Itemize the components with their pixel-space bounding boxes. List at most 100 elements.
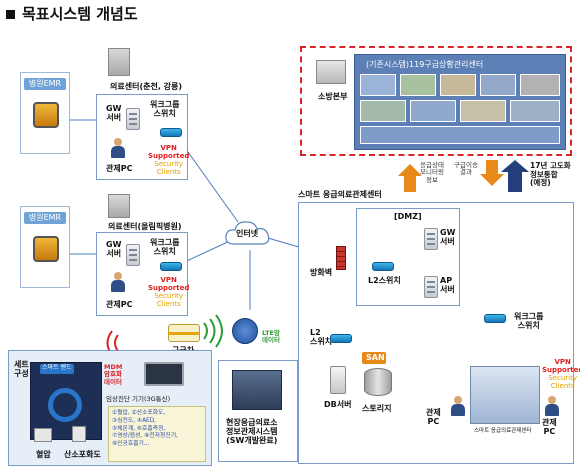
arrow-down-right [486, 160, 498, 174]
vpn-label-2: VPN Supported Security Clients [148, 276, 189, 308]
fire-hq-label: 소방본부 [318, 92, 348, 101]
hospital-center-label-1: 의료센터(춘천, 강릉) [110, 82, 183, 91]
arrow-up-left-head [398, 164, 422, 176]
san-label: SAN [366, 353, 385, 362]
hospital-network-box-1 [96, 94, 188, 180]
fire-hq-screen-2 [400, 74, 436, 96]
vpn-center-line1: VPN [554, 358, 571, 366]
dmz-label: [DMZ] [394, 212, 422, 221]
mdm-label: MDM 암호화 데이터 [104, 363, 123, 386]
emr-label-2: 병원EMR [24, 212, 66, 224]
fire-hq-building-icon [316, 60, 346, 84]
smart-band-icon [48, 388, 82, 422]
fire-hq-screen-5 [520, 74, 560, 96]
dmz-box [356, 208, 460, 306]
firewall-icon [336, 246, 346, 270]
dmz-gw-server-label: GW 서버 [440, 228, 456, 247]
exchange-future-label: 17년 고도화 정보통합 (예정) [530, 161, 571, 188]
field-label: 현장응급의료소 정보관제시스템 (SW개발완료) [226, 418, 278, 446]
set-label: 세트 구성 [14, 360, 29, 379]
spo2-label: 산소포화도 [64, 450, 101, 459]
legend-text: ①혈압, ②산소포화도, ③심전도, ④AED, ⑤체온계, ⑥호흡측정, ⑦영… [112, 410, 178, 448]
workgroup-switch-center-label: 워크그룹 스위치 [514, 312, 544, 331]
vpn-center-line3: Security [548, 374, 578, 383]
l2-switch-dmz-icon [372, 262, 394, 271]
smart-band-label: 스마트 밴드 [42, 364, 72, 371]
hospital-building-icon-2 [108, 194, 130, 218]
page-title: 목표시스템 개념도 [22, 5, 138, 23]
legend-panel [108, 406, 206, 462]
db-server-label: DB서버 [324, 400, 352, 409]
fire-hq-screen-1 [360, 74, 396, 96]
vpn-label-center: VPN Supported Security Clients [542, 358, 580, 390]
emr-label-1: 병원EMR [24, 78, 66, 90]
control-room-caption: 스마트 응급의료관제센터 [474, 428, 532, 434]
lte-data-label: LTE망 데이터 [262, 329, 280, 345]
vpn-line1-1: VPN [160, 144, 177, 152]
vpn-center-line4: Clients [550, 382, 575, 391]
control-pc-label-1: 관제PC [106, 164, 133, 173]
operator-icon-1 [110, 138, 126, 158]
emr-database-icon-1 [33, 102, 59, 128]
center-operator-left-icon [450, 396, 466, 416]
gw-server-icon-2 [126, 244, 140, 266]
workgroup-switch-center-icon [484, 314, 506, 323]
ambulance-stripe [168, 332, 200, 335]
vpn-line3-1: Security [154, 160, 184, 169]
arrow-future [508, 172, 522, 192]
title-bullet [6, 10, 15, 19]
internet-cloud-icon [225, 221, 270, 245]
hospital-building-icon-1 [108, 48, 130, 76]
hospital-network-box-2 [96, 232, 188, 316]
dmz-ap-server-icon [424, 276, 438, 298]
fire-hq-screen-7 [410, 100, 456, 122]
storage-icon [364, 368, 392, 396]
monitor-icon [144, 362, 184, 386]
vpn-line4-2: Clients [156, 300, 181, 309]
control-room-screen [470, 366, 540, 424]
arrow-future-head [501, 160, 529, 172]
vpn-label-1: VPN Supported Security Clients [148, 144, 189, 176]
spo2-device-icon [72, 426, 86, 442]
fire-hq-screen-3 [440, 74, 476, 96]
fire-hq-screen-6 [360, 100, 406, 122]
fire-hq-screen-9 [510, 100, 560, 122]
gw-server-label-2: GW 서버 [106, 240, 122, 259]
vpn-center-line2: Supported [542, 366, 580, 375]
dmz-ap-server-label: AP 서버 [440, 276, 455, 295]
fire-hq-screen-10 [360, 126, 560, 144]
vpn-line1-2: VPN [160, 276, 177, 284]
internet-label: 인터넷 [236, 229, 259, 238]
vpn-line3-2: Security [154, 292, 184, 301]
dmz-gw-server-icon [424, 228, 438, 250]
workgroup-switch-label-1: 워크그룹 스위치 [150, 100, 180, 119]
clinical-device-label: 임상진단 기기(3G통신) [106, 395, 171, 403]
fire-hq-screen-4 [480, 74, 516, 96]
firewall-label: 방화벽 [310, 268, 333, 277]
bp-device-icon [34, 428, 52, 442]
hospital-center-label-2: 의료센터(올림픽병원) [108, 222, 182, 231]
smart-center-label: 스마트 응급의료관제센터 [298, 190, 382, 199]
workgroup-switch-label-2: 워크그룹 스위치 [150, 238, 180, 257]
workgroup-switch-icon-2 [160, 262, 182, 271]
center-operator-right-icon [544, 396, 560, 416]
l2-switch-icon [330, 334, 352, 343]
l2-switch-label: L2 스위치 [310, 328, 333, 347]
storage-label: 스토리지 [362, 404, 392, 413]
control-pc-label-2: 관제PC [106, 300, 133, 309]
l2-switch-dmz-label: L2스위치 [368, 276, 401, 285]
smart-band-tag [40, 364, 74, 374]
gw-server-icon-1 [126, 108, 140, 130]
vpn-line4-1: Clients [156, 168, 181, 177]
operator-icon-2 [110, 272, 126, 292]
vpn-line2-1: Supported [148, 152, 190, 161]
exchange-left-label: 응급상태 모니터링 정보 [420, 161, 444, 184]
fire-hq-banner: (기존시스템)119구급상황관리센터 [366, 60, 484, 69]
san-badge [362, 352, 386, 364]
exchange-right-label: 구급이송 결과 [454, 161, 478, 177]
gw-server-label-1: GW 서버 [106, 104, 122, 123]
bp-label: 혈압 [36, 450, 51, 459]
vpn-line2-2: Supported [148, 284, 190, 293]
field-tent-icon [232, 370, 282, 410]
db-server-icon [330, 366, 346, 394]
